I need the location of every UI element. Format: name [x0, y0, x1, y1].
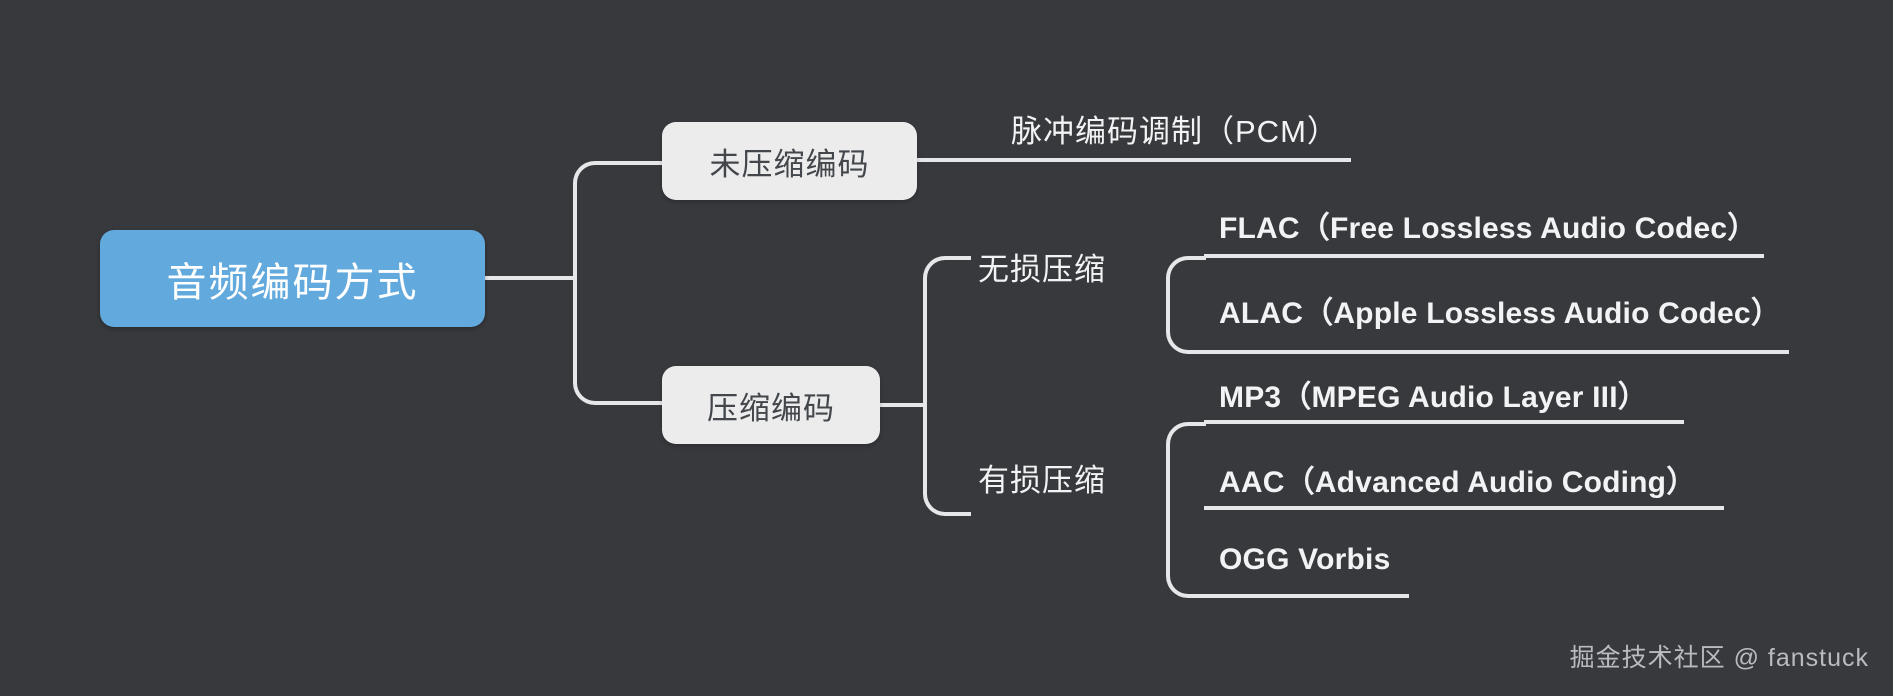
- connector-uncompressed-underline: [916, 158, 1351, 162]
- root-node-label: 音频编码方式: [166, 260, 419, 305]
- leaf-mp3[interactable]: MP3（MPEG Audio Layer III）: [1219, 381, 1648, 414]
- node-compressed-label: 压缩编码: [707, 390, 835, 426]
- connector-mp3-underline: [1204, 420, 1684, 424]
- leaf-ogg-vorbis[interactable]: OGG Vorbis: [1219, 543, 1391, 576]
- leaf-pcm[interactable]: 脉冲编码调制（PCM）: [1011, 114, 1339, 149]
- connector-root-stub: [485, 276, 575, 280]
- label-lossy-compression[interactable]: 有损压缩: [978, 463, 1106, 498]
- connector-root-trunk: [573, 161, 665, 405]
- watermark: 掘金技术社区 @ fanstuck: [1569, 644, 1869, 672]
- connector-compressed-stub: [880, 403, 925, 407]
- connector-compressed-trunk: [923, 256, 971, 516]
- connector-alac-underline: [1204, 350, 1789, 354]
- leaf-aac[interactable]: AAC（Advanced Audio Coding）: [1219, 466, 1697, 499]
- connector-aac-underline: [1204, 506, 1724, 510]
- connector-ogg-underline: [1204, 594, 1409, 598]
- connector-lossless-trunk: [1166, 256, 1206, 354]
- node-uncompressed[interactable]: 未压缩编码: [662, 122, 917, 200]
- connector-flac-underline: [1204, 254, 1764, 258]
- root-node[interactable]: 音频编码方式: [100, 230, 485, 327]
- leaf-flac[interactable]: FLAC（Free Lossless Audio Codec）: [1219, 212, 1758, 245]
- node-compressed[interactable]: 压缩编码: [662, 366, 880, 444]
- node-uncompressed-label: 未压缩编码: [709, 146, 870, 182]
- leaf-alac[interactable]: ALAC（Apple Lossless Audio Codec）: [1219, 297, 1782, 330]
- label-lossless-compression[interactable]: 无损压缩: [978, 252, 1106, 287]
- connector-lossy-trunk: [1166, 422, 1206, 598]
